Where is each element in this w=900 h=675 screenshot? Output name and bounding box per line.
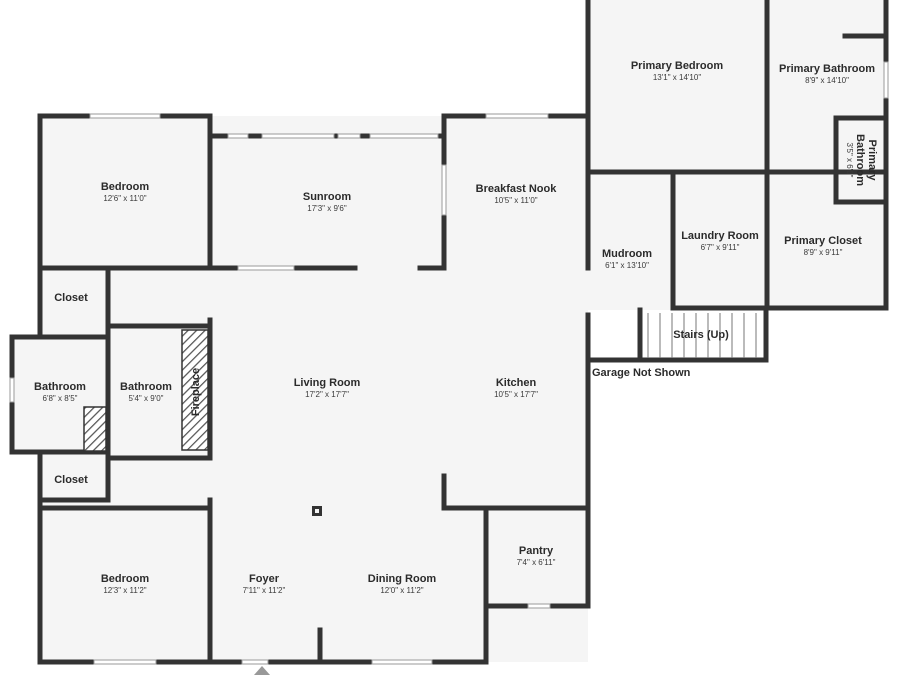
laundry-room-name: Laundry Room	[681, 230, 759, 242]
window	[485, 113, 549, 119]
sunroom-dims: 17'3" x 9'6"	[307, 204, 347, 213]
pantry-name: Pantry	[519, 545, 554, 557]
window	[93, 659, 157, 665]
stairs-treads	[647, 313, 757, 358]
bathroom-left-name: Bathroom	[34, 381, 86, 393]
primary-bathroom-small-dims: 3'5" x 6'0"	[845, 143, 854, 178]
window	[371, 659, 433, 665]
stairs-label: Stairs (Up)	[673, 329, 729, 341]
bedroom-top-name: Bedroom	[101, 181, 150, 193]
primary-bathroom-small-label: Primary Bathroom 3'5" x 6'0"	[845, 134, 878, 186]
primary-bedroom-dims: 13'1" x 14'10"	[653, 73, 701, 82]
window	[261, 133, 335, 139]
sunroom-name: Sunroom	[303, 191, 351, 203]
entry-arrow-icon	[254, 666, 270, 675]
dining-room-dims: 12'0" x 11'2"	[380, 586, 423, 595]
window	[883, 61, 889, 99]
foyer-name: Foyer	[249, 573, 280, 585]
breakfast-nook-dims: 10'5" x 11'0"	[494, 196, 537, 205]
kitchen-dims: 10'5" x 17'7"	[494, 390, 538, 399]
kitchen-name: Kitchen	[496, 377, 537, 389]
window	[337, 133, 361, 139]
garage-note: Garage Not Shown	[592, 367, 691, 379]
window	[527, 603, 551, 609]
window	[441, 164, 447, 216]
laundry-room-dims: 6'7" x 9'11"	[701, 243, 740, 252]
bathroom-mid-dims: 5'4" x 9'0"	[129, 394, 164, 403]
bedroom-bottom-dims: 12'3" x 11'2"	[103, 586, 146, 595]
mudroom-name: Mudroom	[602, 248, 652, 260]
mudroom-dims: 6'1" x 13'10"	[605, 261, 649, 270]
fireplace-label: Fireplace	[190, 368, 202, 416]
window	[227, 133, 249, 139]
window	[241, 659, 269, 665]
primary-closet-name: Primary Closet	[784, 235, 862, 247]
windows	[9, 61, 889, 665]
closet-top-name: Closet	[54, 292, 88, 304]
primary-bathroom-small-name-2: Bathroom	[854, 134, 866, 186]
primary-closet-dims: 8'9" x 9'11"	[804, 248, 843, 257]
shaft-hatch	[83, 406, 107, 452]
pantry-dims: 7'4" x 6'11"	[517, 558, 556, 567]
post-marker-inner	[315, 509, 319, 513]
primary-bathroom-name: Primary Bathroom	[779, 63, 875, 75]
primary-bathroom-dims: 8'9" x 14'10"	[805, 76, 849, 85]
foyer-dims: 7'11" x 11'2"	[243, 586, 286, 595]
fireplace-hatch	[181, 329, 209, 451]
primary-bathroom-small-name-1: Primary	[866, 140, 878, 182]
bedroom-top-dims: 12'6" x 11'0"	[103, 194, 146, 203]
window	[237, 265, 295, 271]
living-room-dims: 17'2" x 17'7"	[305, 390, 349, 399]
living-room-name: Living Room	[294, 377, 361, 389]
bathroom-left-dims: 6'8" x 8'5"	[43, 394, 78, 403]
window	[89, 113, 161, 119]
dining-room-name: Dining Room	[368, 573, 437, 585]
primary-bedroom-name: Primary Bedroom	[631, 60, 724, 72]
bathroom-mid-name: Bathroom	[120, 381, 172, 393]
floor-area	[12, 0, 888, 662]
window	[9, 377, 15, 403]
bedroom-bottom-name: Bedroom	[101, 573, 150, 585]
window	[369, 133, 439, 139]
breakfast-nook-name: Breakfast Nook	[476, 183, 558, 195]
closet-bottom-name: Closet	[54, 474, 88, 486]
